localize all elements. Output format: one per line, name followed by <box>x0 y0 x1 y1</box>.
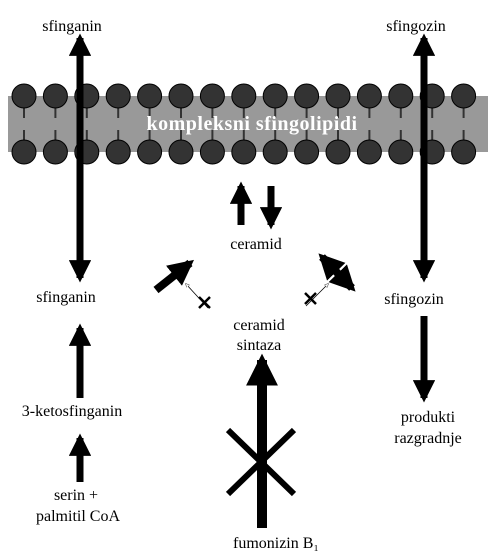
lipid-head <box>389 84 413 108</box>
label-sfinganin-top: sfinganin <box>42 18 102 35</box>
label-ceramid-sintaza-line2: sintaza <box>237 337 281 354</box>
label-serin-line2: palmitil CoA <box>36 508 120 525</box>
membrane-label: kompleksni sfingolipidi <box>146 113 357 135</box>
label-fumonizin: fumonizin B₁ <box>233 535 319 552</box>
lipid-head <box>326 140 350 164</box>
lipid-head <box>452 84 476 108</box>
lipid-head <box>232 140 256 164</box>
lipid-head <box>169 140 193 164</box>
lipid-head <box>169 84 193 108</box>
lipid-head <box>295 84 319 108</box>
lipid-head <box>357 140 381 164</box>
lipid-head <box>263 140 287 164</box>
arrow-sfinganin-to-ceramid <box>156 263 190 290</box>
lipid-head <box>295 140 319 164</box>
arrow-ceramid-sfingozin <box>322 257 352 288</box>
label-3-ketosfinganin: 3-ketosfinganin <box>22 403 122 420</box>
inhibit-cross-left <box>199 297 210 308</box>
label-produkti-line1: produkti <box>401 409 456 426</box>
lipid-head <box>200 140 224 164</box>
lipid-head <box>232 84 256 108</box>
lipid-head <box>452 140 476 164</box>
label-sfingozin-mid: sfingozin <box>384 291 444 308</box>
inhibit-cross-right <box>305 293 316 304</box>
label-sfingozin-top: sfingozin <box>386 18 446 35</box>
lipid-head <box>326 84 350 108</box>
label-serin-line1: serin + <box>54 487 98 504</box>
lipid-head <box>43 84 67 108</box>
arrow-synthase-right-inhibited <box>306 284 328 306</box>
lipid-head <box>43 140 67 164</box>
lipid-head <box>106 140 130 164</box>
lipid-head <box>138 140 162 164</box>
lipid-head <box>106 84 130 108</box>
lipid-head <box>200 84 224 108</box>
lipid-head <box>12 84 36 108</box>
lipid-head <box>357 84 381 108</box>
lipid-head <box>389 140 413 164</box>
lipid-head <box>138 84 162 108</box>
label-sfinganin-mid: sfinganin <box>36 289 96 306</box>
label-ceramid: ceramid <box>230 236 282 253</box>
label-produkti-line2: razgradnje <box>394 430 462 447</box>
lipid-head <box>263 84 287 108</box>
lipid-head <box>12 140 36 164</box>
label-ceramid-sintaza-line1: ceramid <box>233 317 285 334</box>
